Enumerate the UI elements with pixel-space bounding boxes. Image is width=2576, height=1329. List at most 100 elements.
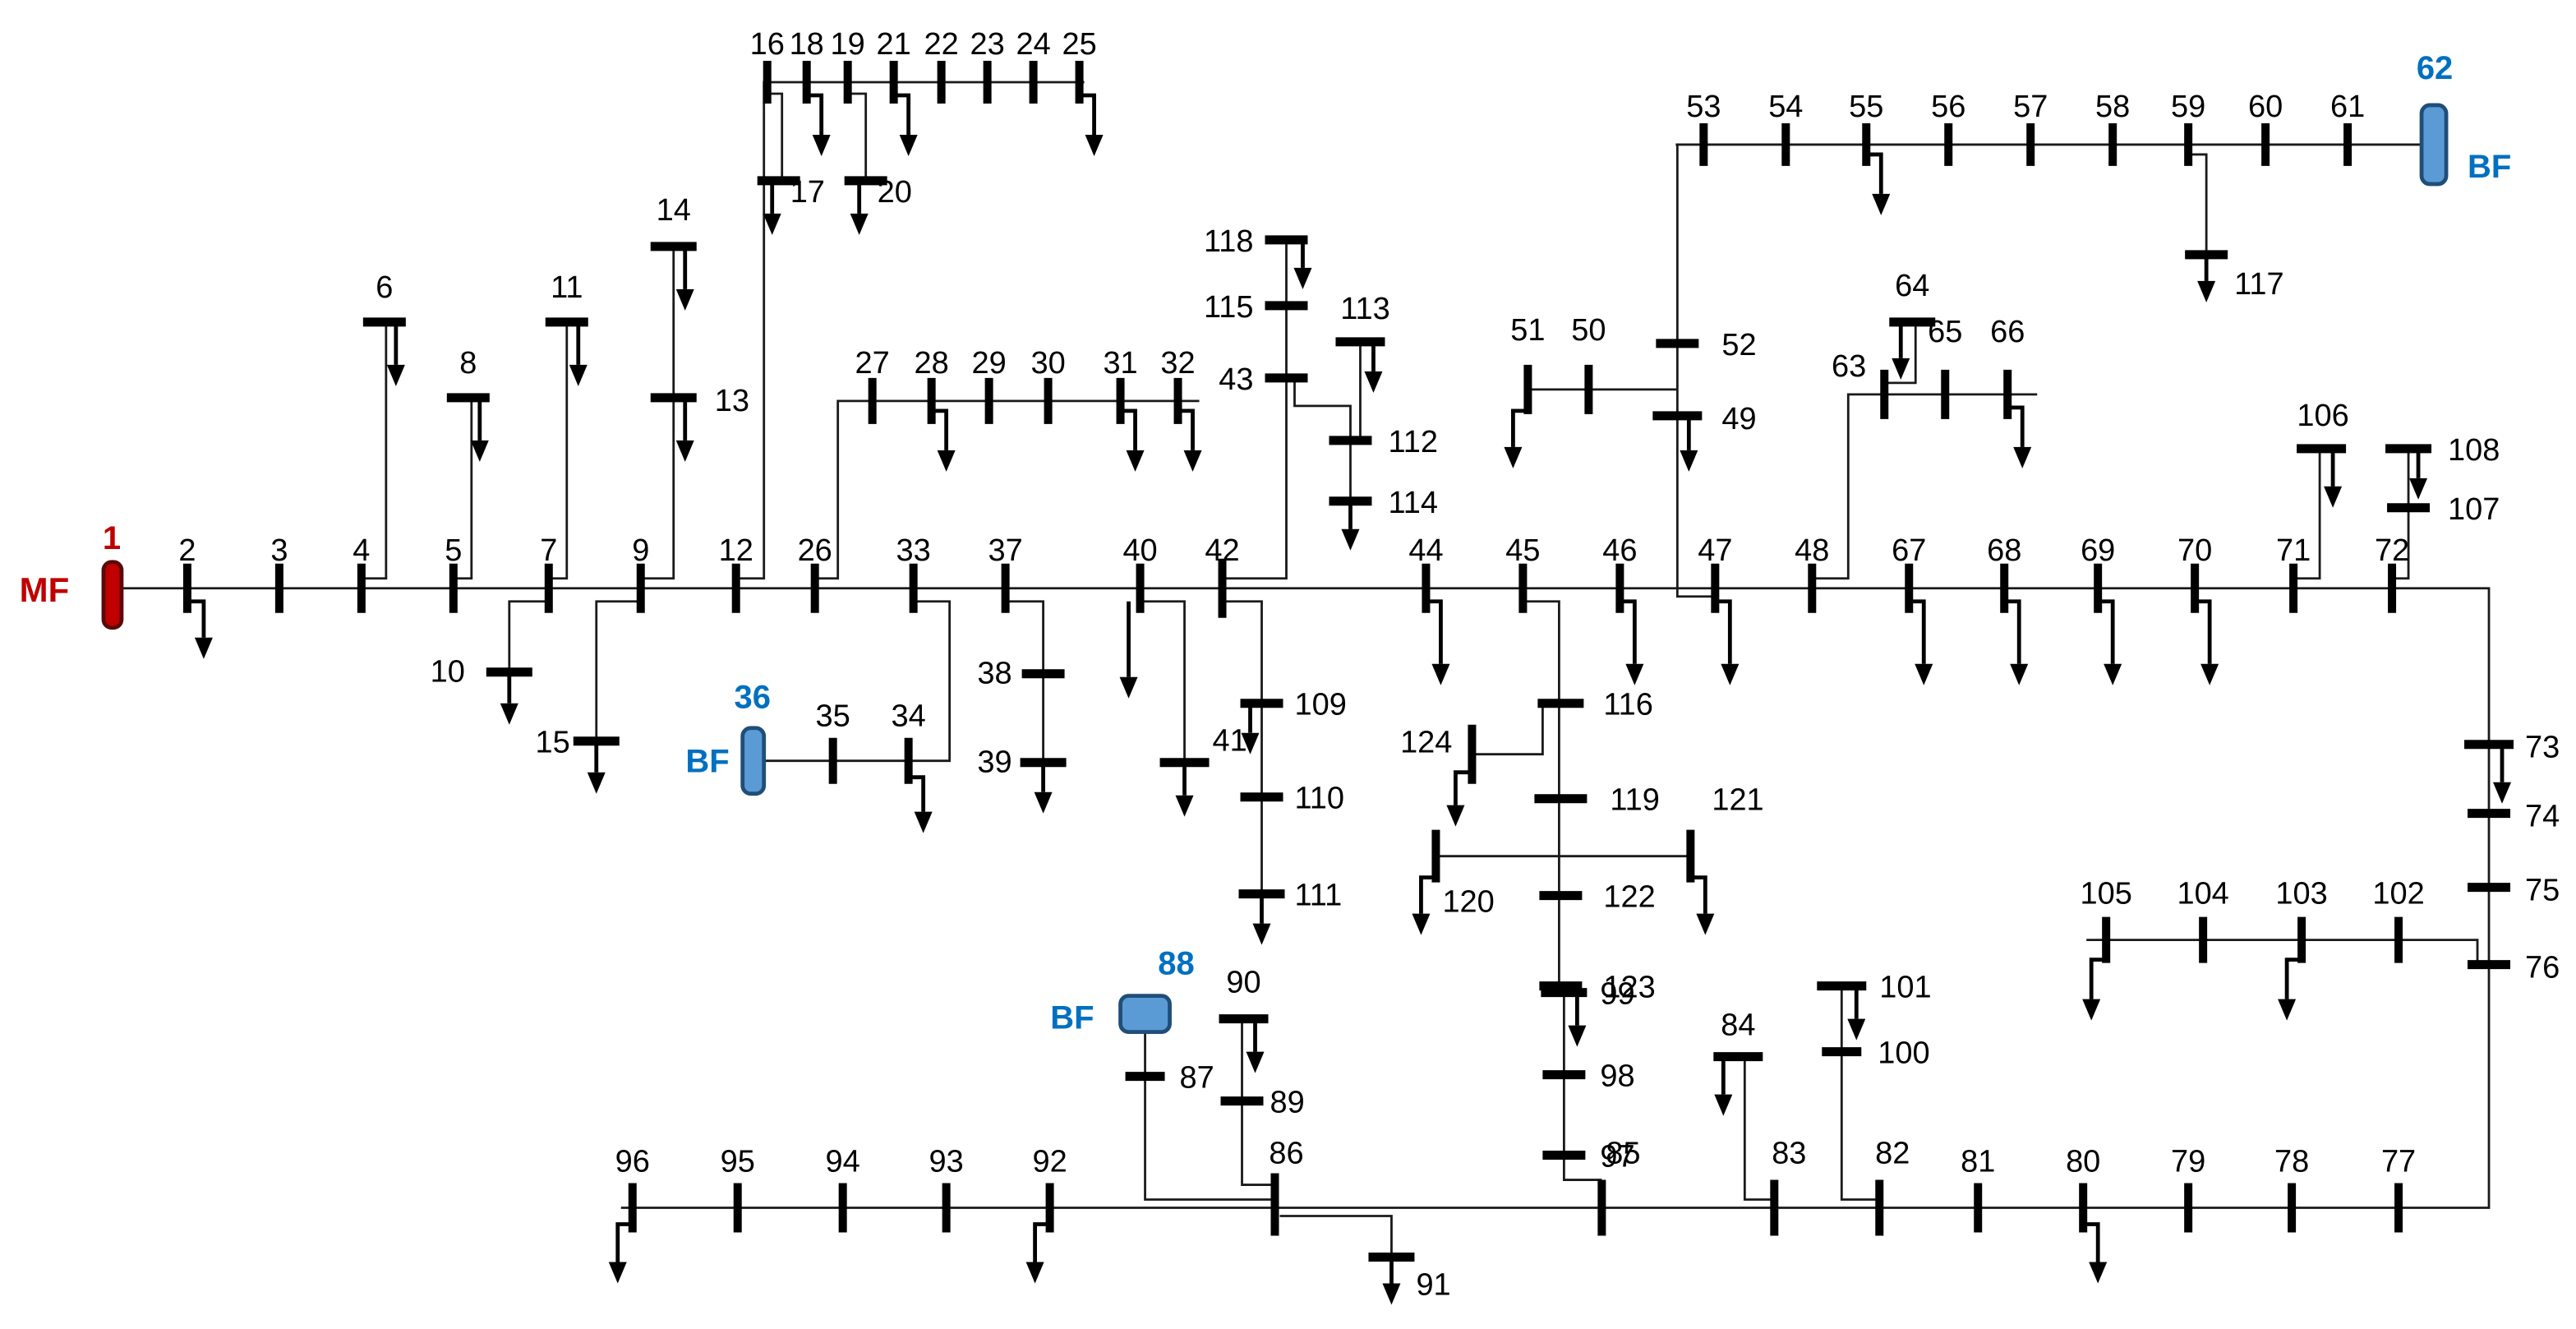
bus-label-10: 10 xyxy=(431,655,465,690)
line-segment-35 xyxy=(1743,1059,1775,1201)
bus-label-21: 21 xyxy=(877,27,911,62)
bus-label-100: 100 xyxy=(1878,1036,1929,1071)
load-arrow-head-bus-101 xyxy=(1847,1018,1866,1041)
load-arrow-head-bus-14 xyxy=(675,288,694,311)
load-arrow-bus-32 xyxy=(1177,408,1195,450)
load-arrow-head-bus-84 xyxy=(1714,1094,1733,1116)
load-arrow-head-bus-113 xyxy=(1364,371,1383,393)
load-arrow-bus-18 xyxy=(806,93,824,135)
load-arrow-head-bus-103 xyxy=(2278,999,2297,1021)
load-arrow-head-bus-28 xyxy=(937,450,956,472)
load-arrow-head-bus-20 xyxy=(850,213,869,235)
bus-label-42: 42 xyxy=(1205,533,1239,568)
load-arrow-head-bus-117 xyxy=(2197,280,2216,302)
load-arrow-bus-67 xyxy=(1909,599,1926,664)
load-arrow-bus-31 xyxy=(1120,408,1137,450)
bus-label-4: 4 xyxy=(353,533,370,568)
line-segment-14 xyxy=(595,600,641,738)
bus-label-39: 39 xyxy=(977,745,1012,780)
load-arrow-head-bus-67 xyxy=(1915,663,1933,685)
bus-label-76: 76 xyxy=(2525,951,2560,985)
bus-label-49: 49 xyxy=(1721,402,1756,436)
line-segment-30 xyxy=(2086,939,2479,963)
bus-label-3: 3 xyxy=(270,533,288,568)
bus-label-104: 104 xyxy=(2177,877,2228,911)
line-segment-29 xyxy=(2392,451,2410,580)
load-arrow-head-bus-15 xyxy=(587,772,606,794)
bus-label-58: 58 xyxy=(2095,90,2130,124)
bus-label-35: 35 xyxy=(816,699,850,734)
line-segment-5 xyxy=(735,81,1085,580)
bus-label-103: 103 xyxy=(2275,877,2327,911)
bus-label-119: 119 xyxy=(1610,783,1660,818)
bus-label-32: 32 xyxy=(1160,346,1195,381)
load-arrow-bus-80 xyxy=(2083,1222,2100,1262)
bus-label-108: 108 xyxy=(2448,433,2500,468)
bus-label-110: 110 xyxy=(1294,782,1344,816)
bus-label-9: 9 xyxy=(632,533,649,568)
bus-label-38: 38 xyxy=(977,657,1012,691)
bus-label-82: 82 xyxy=(1875,1137,1910,1171)
load-arrow-head-bus-91 xyxy=(1382,1283,1401,1305)
load-arrow-bus-96 xyxy=(615,1222,633,1262)
load-arrow-bus-124 xyxy=(1454,770,1471,805)
bus-label-91: 91 xyxy=(1416,1267,1450,1302)
line-segment-17 xyxy=(1140,600,1186,759)
bus-label-64: 64 xyxy=(1895,269,1929,303)
load-arrow-head-bus-106 xyxy=(2324,486,2343,508)
bus-label-23: 23 xyxy=(970,27,1004,62)
bus-label-37: 37 xyxy=(988,533,1022,568)
bus-label-33: 33 xyxy=(896,533,931,568)
bus-label-106: 106 xyxy=(2297,399,2348,433)
load-arrow-head-bus-32 xyxy=(1183,450,1202,472)
bus-label-65: 65 xyxy=(1928,315,1962,349)
bus-label-54: 54 xyxy=(1768,90,1803,124)
line-segment-13 xyxy=(508,600,549,669)
load-arrow-head-bus-96 xyxy=(608,1262,627,1284)
load-arrow-head-bus-6 xyxy=(386,364,405,386)
load-arrow-bus-103 xyxy=(2284,958,2302,999)
load-arrow-bus-66 xyxy=(2007,405,2025,447)
bus-label-68: 68 xyxy=(1987,533,2021,568)
bus-label-105: 105 xyxy=(2081,877,2132,911)
load-arrow-head-bus-11 xyxy=(569,364,588,386)
load-arrow-head-bus-108 xyxy=(2409,478,2428,500)
load-arrow-head-bus-2 xyxy=(194,637,213,659)
bus-label-45: 45 xyxy=(1505,533,1540,568)
bus-label-72: 72 xyxy=(2375,533,2409,568)
bus-label-84: 84 xyxy=(1721,1008,1755,1043)
line-segment-16 xyxy=(1005,600,1044,759)
bus-label-109: 109 xyxy=(1294,688,1346,722)
bus-label-69: 69 xyxy=(2081,533,2115,568)
line-segment-8 xyxy=(814,399,1200,580)
bus-label-86: 86 xyxy=(1269,1137,1303,1171)
load-arrow-head-bus-80 xyxy=(2089,1262,2108,1284)
bus-label-47: 47 xyxy=(1698,533,1732,568)
main-feeder-rect-1 xyxy=(101,560,124,630)
bus-label-78: 78 xyxy=(2274,1145,2309,1179)
bus-label-18: 18 xyxy=(790,27,824,62)
load-arrow-head-bus-73 xyxy=(2493,782,2512,804)
line-segment-2 xyxy=(453,400,473,580)
load-arrow-head-bus-68 xyxy=(2010,663,2029,685)
bus-label-70: 70 xyxy=(2177,533,2212,568)
load-arrow-head-bus-120 xyxy=(1412,913,1431,935)
bus-label-71: 71 xyxy=(2276,533,2311,568)
bus-label-36: 36 xyxy=(734,680,770,716)
load-arrow-head-bus-124 xyxy=(1446,805,1465,827)
bus-label-59: 59 xyxy=(2171,90,2205,124)
bus-label-87: 87 xyxy=(1180,1061,1214,1096)
load-arrow-bus-2 xyxy=(187,599,206,638)
load-arrow-head-bus-31 xyxy=(1126,450,1145,472)
bus-label-52: 52 xyxy=(1721,328,1756,362)
bus-label-31: 31 xyxy=(1103,346,1137,381)
bus-label-85: 85 xyxy=(1606,1137,1640,1171)
bus-label-92: 92 xyxy=(1032,1145,1067,1179)
bus-label-90: 90 xyxy=(1226,966,1260,1000)
bus-label-73: 73 xyxy=(2525,731,2560,765)
load-arrow-head-bus-25 xyxy=(1085,134,1104,156)
load-arrow-bus-92 xyxy=(1033,1222,1050,1262)
bus-label-41: 41 xyxy=(1213,724,1247,759)
load-arrow-head-bus-66 xyxy=(2013,446,2032,468)
load-arrow-head-bus-49 xyxy=(1680,450,1698,472)
